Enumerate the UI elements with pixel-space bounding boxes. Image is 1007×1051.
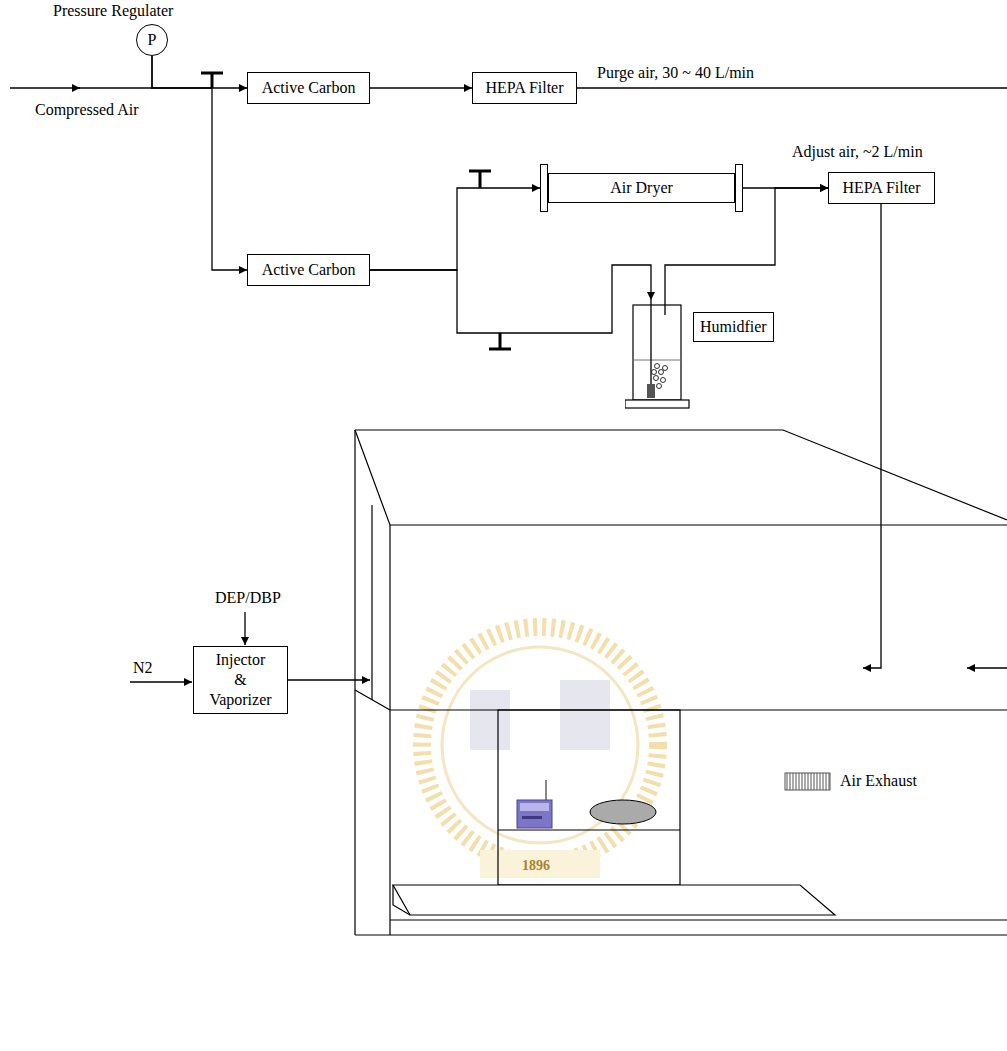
printer-icon: [517, 780, 552, 828]
node-text: Pressure Regulater: [53, 1, 173, 21]
input-label: DEP/DBP: [215, 588, 281, 608]
flow-connector: [152, 56, 247, 270]
humidifier-label-box: Humidfier: [693, 312, 774, 342]
flow-connector: [152, 56, 247, 88]
carbon-filter: Active Carbon: [247, 72, 370, 104]
valve-symbol: [469, 171, 491, 188]
exhaust-port: [785, 773, 830, 790]
hepa-filter: HEPA Filter: [828, 172, 935, 204]
supply-line: [78, 87, 152, 88]
valve-symbol: [201, 73, 223, 88]
node-text: HEPA Filter: [485, 78, 563, 98]
carbon-filter: Active Carbon: [247, 254, 370, 286]
purge-line: [577, 87, 1007, 88]
adjust-air-line: [863, 204, 881, 668]
flow-connector: [370, 188, 540, 270]
node-text: Air Dryer: [610, 178, 673, 198]
dryer-body: Air Dryer: [548, 173, 735, 203]
flow-label: Purge air, 30 ~ 40 L/min: [597, 63, 754, 83]
injector-box: Injector & Vaporizer: [193, 646, 288, 714]
flow-label: Compressed Air: [35, 100, 139, 120]
dryer-cap: [540, 164, 548, 212]
port-label: Air Exhaust: [840, 771, 917, 791]
flow-connector: [370, 87, 472, 88]
watermark-text: 1896: [522, 856, 550, 876]
node-text: P: [148, 30, 157, 50]
node-text: HEPA Filter: [842, 178, 920, 198]
dryer-cap: [735, 164, 743, 212]
node-text: Active Carbon: [262, 260, 356, 280]
node-text: Humidfier: [700, 318, 767, 335]
air-dryer: Air Dryer: [540, 164, 743, 212]
flow-connector: [370, 265, 651, 333]
test-chamber: [355, 430, 1007, 935]
hepa-filter: HEPA Filter: [472, 72, 577, 104]
input-label: N2: [133, 658, 153, 678]
node-text: Active Carbon: [262, 78, 356, 98]
injection-line: [244, 612, 245, 645]
purge-inlet-line: [967, 667, 1007, 668]
watermark-logo: [422, 627, 658, 878]
humidifier: Humidfier: [625, 300, 775, 410]
pressure-regulator: Pressure RegulaterP: [136, 24, 168, 56]
node-text: Injector & Vaporizer: [209, 650, 271, 710]
supply-line: [10, 87, 80, 88]
nitrogen-line: [130, 681, 192, 682]
flow-label: Adjust air, ~2 L/min: [792, 142, 923, 162]
flow-connector: [665, 188, 828, 300]
sample-dish: [590, 800, 656, 824]
vapor-line: [288, 679, 370, 680]
valve-symbol: [489, 333, 511, 349]
